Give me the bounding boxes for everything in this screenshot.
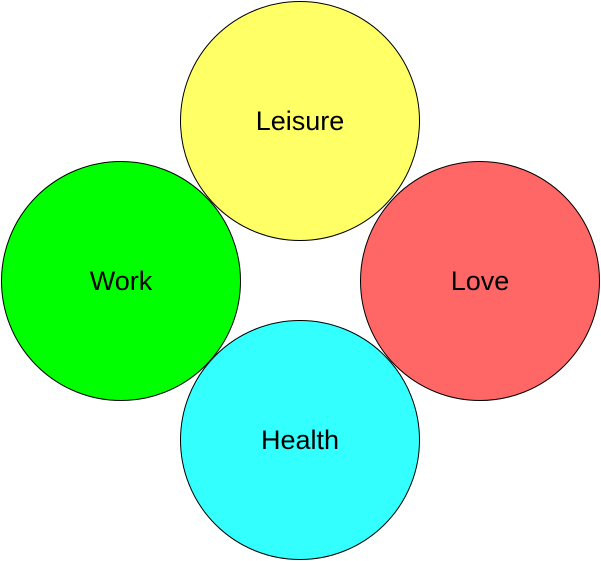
circle-love: Love xyxy=(360,161,600,401)
circle-leisure: Leisure xyxy=(180,1,420,241)
circle-love-label: Love xyxy=(450,265,510,296)
circle-leisure-label: Leisure xyxy=(255,105,345,136)
circle-health: Health xyxy=(180,320,420,560)
circle-work-label: Work xyxy=(89,265,153,296)
circle-work: Work xyxy=(1,161,241,401)
circle-health-label: Health xyxy=(260,424,340,455)
